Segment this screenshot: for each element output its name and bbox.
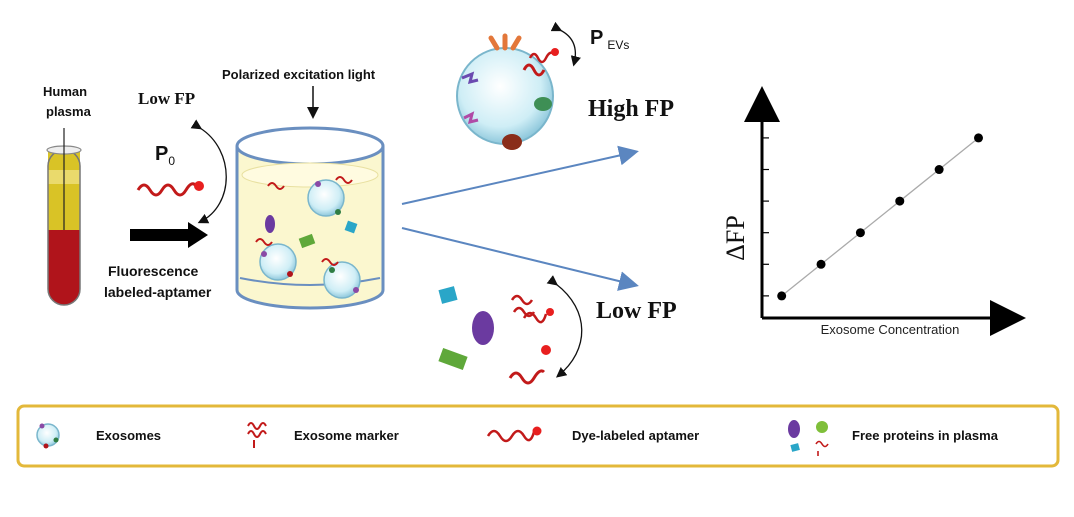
human-plasma-label: Human <box>43 84 87 99</box>
aptamer-legend-icon <box>486 426 542 443</box>
p0-label: P0 <box>155 143 175 168</box>
fluorescence-label-2: labeled-aptamer <box>104 284 212 300</box>
x-axis-label: Exosome Concentration <box>821 322 960 337</box>
legend: Exosomes Exosome marker Dye-labeled apta… <box>16 404 1060 468</box>
data-point-0 <box>777 291 787 301</box>
rotation-arrow-top <box>550 21 581 67</box>
bound-exosome <box>456 33 559 150</box>
rotation-arrow-left <box>190 119 227 224</box>
chart: Exosome Concentration ΔFP <box>721 86 1026 337</box>
data-point-1 <box>816 259 826 269</box>
human-plasma-label-2: plasma <box>46 104 92 119</box>
test-tube <box>46 128 82 306</box>
arrow-to-high-fp <box>401 145 639 205</box>
legend-label-aptamer: Dye-labeled aptamer <box>572 428 699 443</box>
data-point-4 <box>934 165 944 175</box>
low-fp-right-label: Low FP <box>596 298 677 324</box>
data-point-2 <box>855 228 865 238</box>
exosome-marker-icon <box>247 422 267 448</box>
aptamer-icon <box>136 182 198 197</box>
arrow-to-low-fp <box>401 227 639 291</box>
mix-arrow <box>130 222 208 248</box>
legend-label-free-proteins: Free proteins in plasma <box>852 428 999 443</box>
free-components <box>438 286 554 385</box>
rotation-arrow-bottom <box>546 275 583 378</box>
free-proteins-icon <box>788 420 829 456</box>
fluorescence-label: Fluorescence <box>108 263 198 279</box>
legend-label-exosome-marker: Exosome marker <box>294 428 399 443</box>
trend-line <box>781 137 979 297</box>
y-axis-label: ΔFP <box>721 215 750 261</box>
legend-label-exosomes: Exosomes <box>96 428 161 443</box>
exosome-icon <box>36 423 60 449</box>
polarized-light-label: Polarized excitation light <box>222 67 376 82</box>
cuvette <box>235 126 385 310</box>
data-point-3 <box>895 196 905 206</box>
low-fp-left-label: Low FP <box>138 89 195 108</box>
data-point-5 <box>974 133 984 143</box>
high-fp-label: High FP <box>588 96 674 122</box>
